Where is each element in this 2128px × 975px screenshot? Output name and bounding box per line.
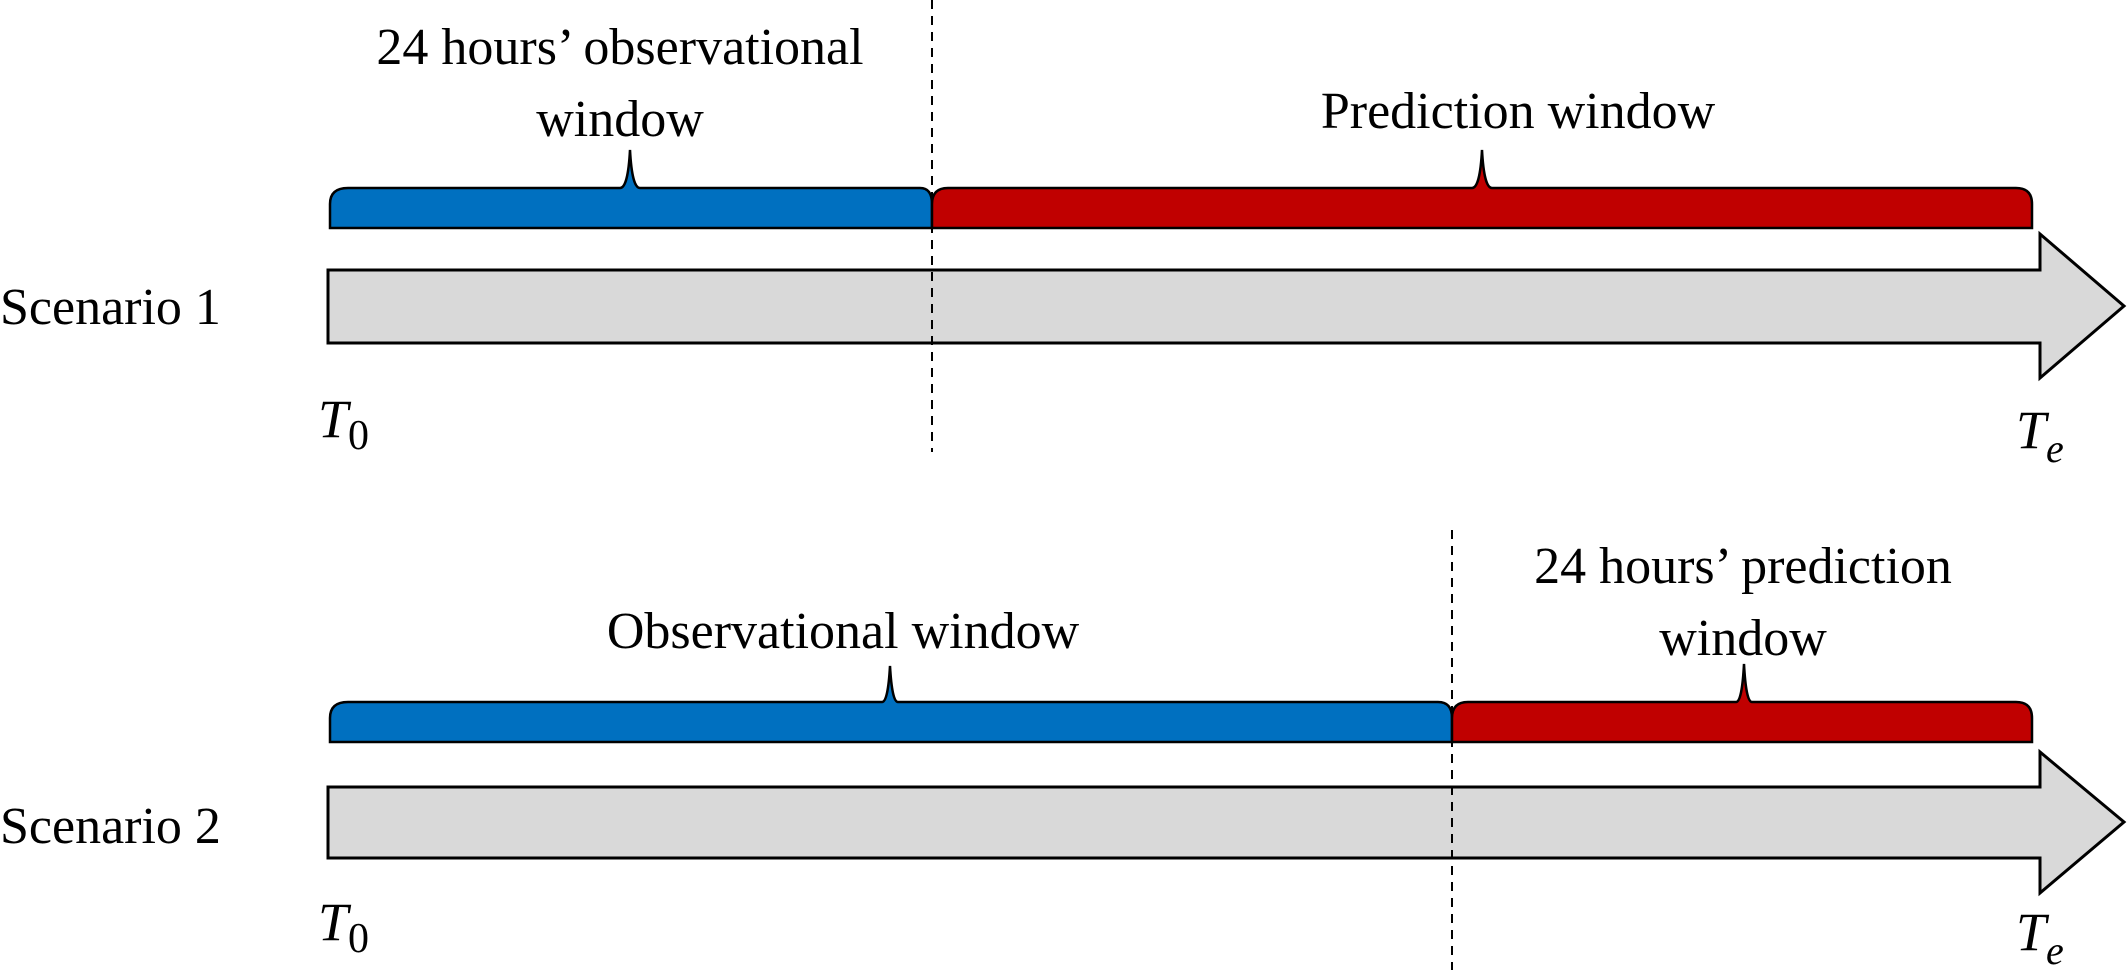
scenario-2-start-label: T0 — [318, 892, 369, 962]
scenario-1-start-label: T0 — [318, 389, 369, 459]
scenario-2: 24 hours’ prediction window Observationa… — [0, 530, 2127, 973]
scenario-2-prediction-label-line2: window — [1659, 610, 1827, 667]
scenario-2-observational-label: Observational window — [607, 603, 1080, 660]
scenario-2-observational-bracket — [328, 665, 1454, 744]
scenario-2-end-label: Te — [2016, 902, 2064, 973]
scenario-1-prediction-label: Prediction window — [1321, 83, 1716, 140]
scenario-2-prediction-bracket — [1450, 663, 2034, 744]
scenario-1-timeline-arrow — [326, 230, 2127, 382]
scenario-1-observational-label-line2: window — [536, 91, 704, 148]
scenario-1-prediction-bracket — [930, 149, 2034, 230]
scenario-1: 24 hours’ observational window Predictio… — [0, 0, 2127, 471]
scenario-1-observational-bracket — [328, 149, 934, 230]
scenario-1-label: Scenario 1 — [0, 279, 221, 336]
scenario-2-label: Scenario 2 — [0, 798, 221, 855]
scenario-2-prediction-label-line1: 24 hours’ prediction — [1534, 538, 1952, 595]
scenario-1-end-label: Te — [2016, 400, 2064, 471]
scenario-1-observational-label-line1: 24 hours’ observational — [376, 19, 863, 76]
scenario-2-timeline-arrow — [326, 748, 2127, 897]
